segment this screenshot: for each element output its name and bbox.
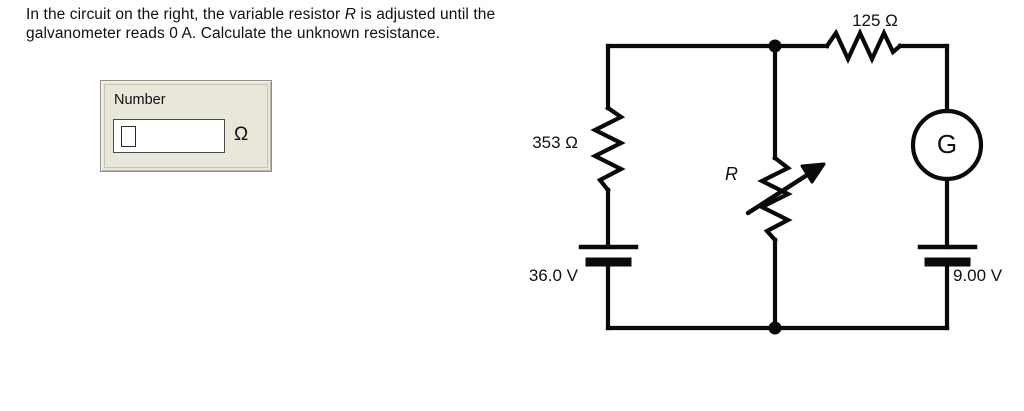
prompt-line1-part-a: In the circuit on the right, the variabl… — [26, 6, 345, 23]
prompt-line1-part-b: is adjusted until the — [356, 6, 496, 23]
junction-dot-bottom — [768, 321, 782, 335]
resistor-353-symbol — [590, 105, 626, 193]
resistor-variable-label: R — [725, 164, 738, 184]
resistor-125-symbol — [824, 27, 903, 65]
unit-ohm-label: Ω — [234, 124, 249, 145]
prompt-variable-r: R — [344, 6, 356, 23]
question-prompt: In the circuit on the right, the variabl… — [26, 6, 606, 44]
galvanometer-circle — [910, 108, 984, 182]
prompt-line2: galvanometer reads 0 A. Calculate the un… — [26, 24, 441, 42]
resistor-353-label: 353 Ω — [532, 133, 578, 152]
battery-right-label: 9.00 V — [953, 266, 1003, 285]
variable-resistor-arrow-icon — [745, 162, 826, 216]
resistor-125-label: 125 Ω — [852, 11, 898, 30]
resistor-variable-symbol — [757, 155, 793, 243]
number-label: Number — [114, 92, 166, 108]
galvanometer-label: G — [937, 129, 957, 159]
junction-dot-top — [768, 39, 782, 53]
answer-panel: Number Ω — [100, 80, 272, 172]
battery-left-label: 36.0 V — [529, 266, 579, 285]
